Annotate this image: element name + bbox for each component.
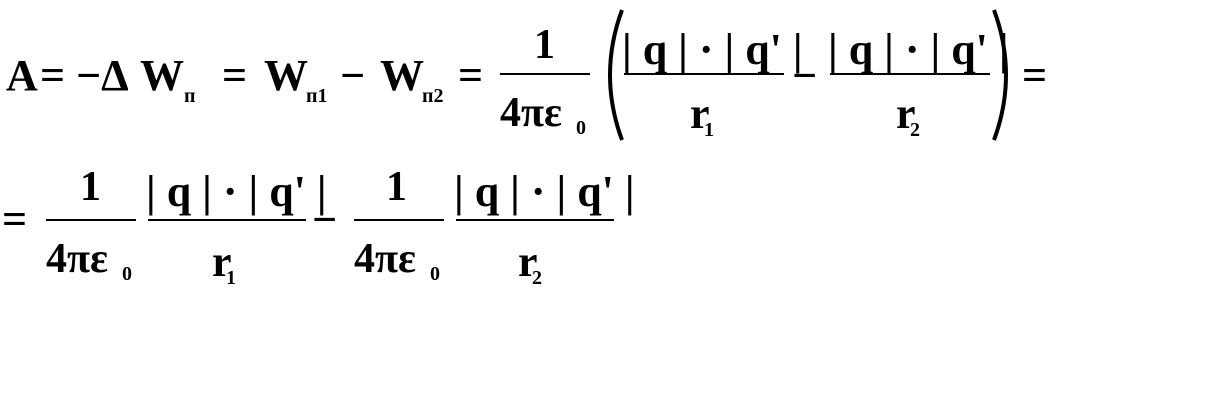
numerator-q-q-prime: | q | · | q' |	[146, 167, 327, 216]
numerator-q-q-prime: | q | · | q' |	[622, 25, 803, 74]
fraction-bar	[148, 219, 306, 221]
subscript-zero: 0	[576, 117, 586, 139]
subscript-two: 2	[910, 119, 920, 141]
denominator-r: r	[690, 89, 710, 138]
equals-sign: =	[222, 51, 248, 100]
left-parenthesis	[608, 9, 624, 141]
fraction-bar	[456, 219, 614, 221]
symbol-w: W	[380, 51, 424, 100]
fraction-numerator: 1	[534, 22, 555, 68]
equals-sign: =	[1022, 51, 1048, 100]
minus-sign: −	[312, 195, 338, 244]
denominator-r: r	[212, 237, 232, 286]
equals-sign: =	[2, 195, 28, 244]
numerator-q-q-prime: | q | · | q' |	[828, 25, 1009, 74]
subscript-zero: 0	[122, 263, 132, 285]
subscript-two: 2	[532, 267, 542, 289]
subscript-zero: 0	[430, 263, 440, 285]
minus-sign: −	[340, 51, 366, 100]
equals-sign: =	[458, 51, 484, 100]
fraction-bar	[500, 73, 590, 75]
subscript-p: п	[184, 85, 196, 107]
subscript-one: 1	[226, 267, 236, 289]
fraction-denominator: 4πε	[500, 90, 562, 136]
denominator-r: r	[896, 89, 916, 138]
fraction-bar	[830, 73, 990, 75]
symbol-w: W	[264, 51, 308, 100]
fraction-denominator: 4πε	[354, 236, 416, 282]
minus-delta: −Δ	[76, 51, 129, 100]
subscript-one: 1	[704, 119, 714, 141]
fraction-bar	[354, 219, 444, 221]
equals-sign: =	[40, 51, 66, 100]
denominator-r: r	[518, 237, 538, 286]
right-parenthesis	[992, 9, 1008, 141]
subscript-p2: п2	[422, 85, 444, 107]
symbol-w: W	[140, 51, 184, 100]
minus-sign: −	[792, 51, 818, 100]
fraction-numerator: 1	[386, 164, 407, 210]
fraction-denominator: 4πε	[46, 236, 108, 282]
numerator-q-q-prime: | q | · | q' |	[454, 167, 635, 216]
subscript-p1: п1	[306, 85, 328, 107]
fraction-numerator: 1	[80, 164, 101, 210]
fraction-bar	[46, 219, 136, 221]
fraction-bar	[624, 73, 784, 75]
symbol-a: A	[6, 51, 38, 100]
